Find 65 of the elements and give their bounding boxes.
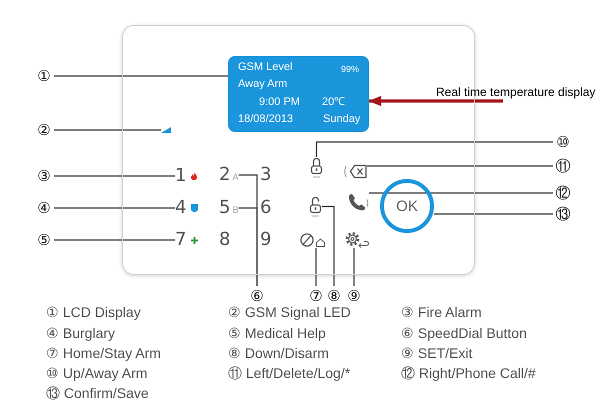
callout-number: ⑥ bbox=[249, 288, 265, 304]
leader-line bbox=[54, 129, 161, 131]
leader-line bbox=[316, 141, 553, 157]
arrow bbox=[368, 96, 503, 106]
keypad-key: 4 bbox=[175, 198, 198, 218]
lcd-text: GSM Level bbox=[238, 61, 292, 74]
keypad-key: 6 bbox=[260, 198, 272, 218]
leader-line bbox=[434, 213, 553, 215]
callout-number: ⑧ bbox=[326, 288, 342, 304]
callout-number: ⑤ bbox=[36, 232, 52, 248]
callout-number: ⑫ bbox=[555, 185, 571, 201]
lcd-text: 99% bbox=[340, 63, 359, 76]
lcd-text: 18/08/2013 bbox=[238, 113, 294, 126]
phone-icon bbox=[347, 193, 369, 212]
callout-description: ⑨ SET/Exit bbox=[401, 345, 472, 361]
callout-description: ④ Burglary bbox=[46, 325, 116, 341]
callout-number: ④ bbox=[36, 200, 52, 216]
keypad-key: 3 bbox=[260, 165, 272, 185]
open-padlock-icon bbox=[309, 196, 322, 217]
callout-description: ⑤ Medical Help bbox=[228, 325, 326, 341]
leader-line bbox=[322, 206, 335, 286]
lcd-text: Away Arm bbox=[238, 78, 288, 91]
lcd-text: Sunday bbox=[323, 113, 360, 126]
signal-strength-icon bbox=[161, 127, 171, 133]
lcd-text: 9:00 PM bbox=[259, 96, 300, 109]
callout-description: ③ Fire Alarm bbox=[401, 304, 482, 320]
callout-description: ⑫ Right/Phone Call/# bbox=[401, 365, 536, 381]
leader-line bbox=[238, 207, 258, 286]
leader-line bbox=[54, 239, 175, 241]
ok-button: OK bbox=[380, 179, 434, 233]
leader-line bbox=[54, 207, 175, 209]
keypad-key: 5 B bbox=[219, 198, 239, 218]
callout-number: ⑬ bbox=[555, 206, 571, 222]
padlock-icon bbox=[310, 157, 323, 178]
leader-line bbox=[353, 248, 355, 286]
callout-number: ① bbox=[36, 68, 52, 84]
callout-description: ⑥ SpeedDial Button bbox=[401, 325, 527, 341]
callout-description: ① LCD Display bbox=[46, 304, 141, 320]
leader-line bbox=[54, 75, 228, 77]
leader-line bbox=[315, 248, 317, 286]
backspace-icon bbox=[343, 164, 367, 179]
callout-description: ⑩ Up/Away Arm bbox=[46, 365, 148, 381]
annotation-text: Real time temperature display bbox=[436, 84, 596, 101]
callout-number: ⑩ bbox=[555, 134, 571, 150]
keypad-key: 8 bbox=[219, 230, 230, 250]
callout-number: ② bbox=[36, 122, 52, 138]
leader-line bbox=[54, 175, 175, 177]
callout-description: ⑧ Down/Disarm bbox=[228, 345, 329, 361]
callout-number: ⑦ bbox=[308, 288, 324, 304]
lcd-text: 20℃ bbox=[322, 96, 346, 109]
callout-description: ⑬ Confirm/Save bbox=[46, 385, 149, 401]
gear-arrow-icon bbox=[344, 231, 370, 248]
keypad-key: 1 bbox=[175, 166, 198, 186]
callout-number: ⑨ bbox=[346, 288, 362, 304]
callout-number: ③ bbox=[36, 168, 52, 184]
callout-description: ⑪ Left/Delete/Log/* bbox=[228, 365, 350, 381]
keypad-key: 2 A bbox=[219, 165, 239, 185]
keypad-key: 7 bbox=[175, 230, 198, 250]
callout-description: ② GSM Signal LED bbox=[228, 304, 351, 320]
circle-slash-house-icon bbox=[300, 232, 326, 248]
lcd-screen bbox=[228, 56, 369, 132]
callout-number: ⑪ bbox=[555, 158, 571, 174]
keypad-key: 9 bbox=[260, 230, 272, 250]
leader-line bbox=[367, 165, 553, 167]
callout-description: ⑦ Home/Stay Arm bbox=[46, 345, 161, 361]
